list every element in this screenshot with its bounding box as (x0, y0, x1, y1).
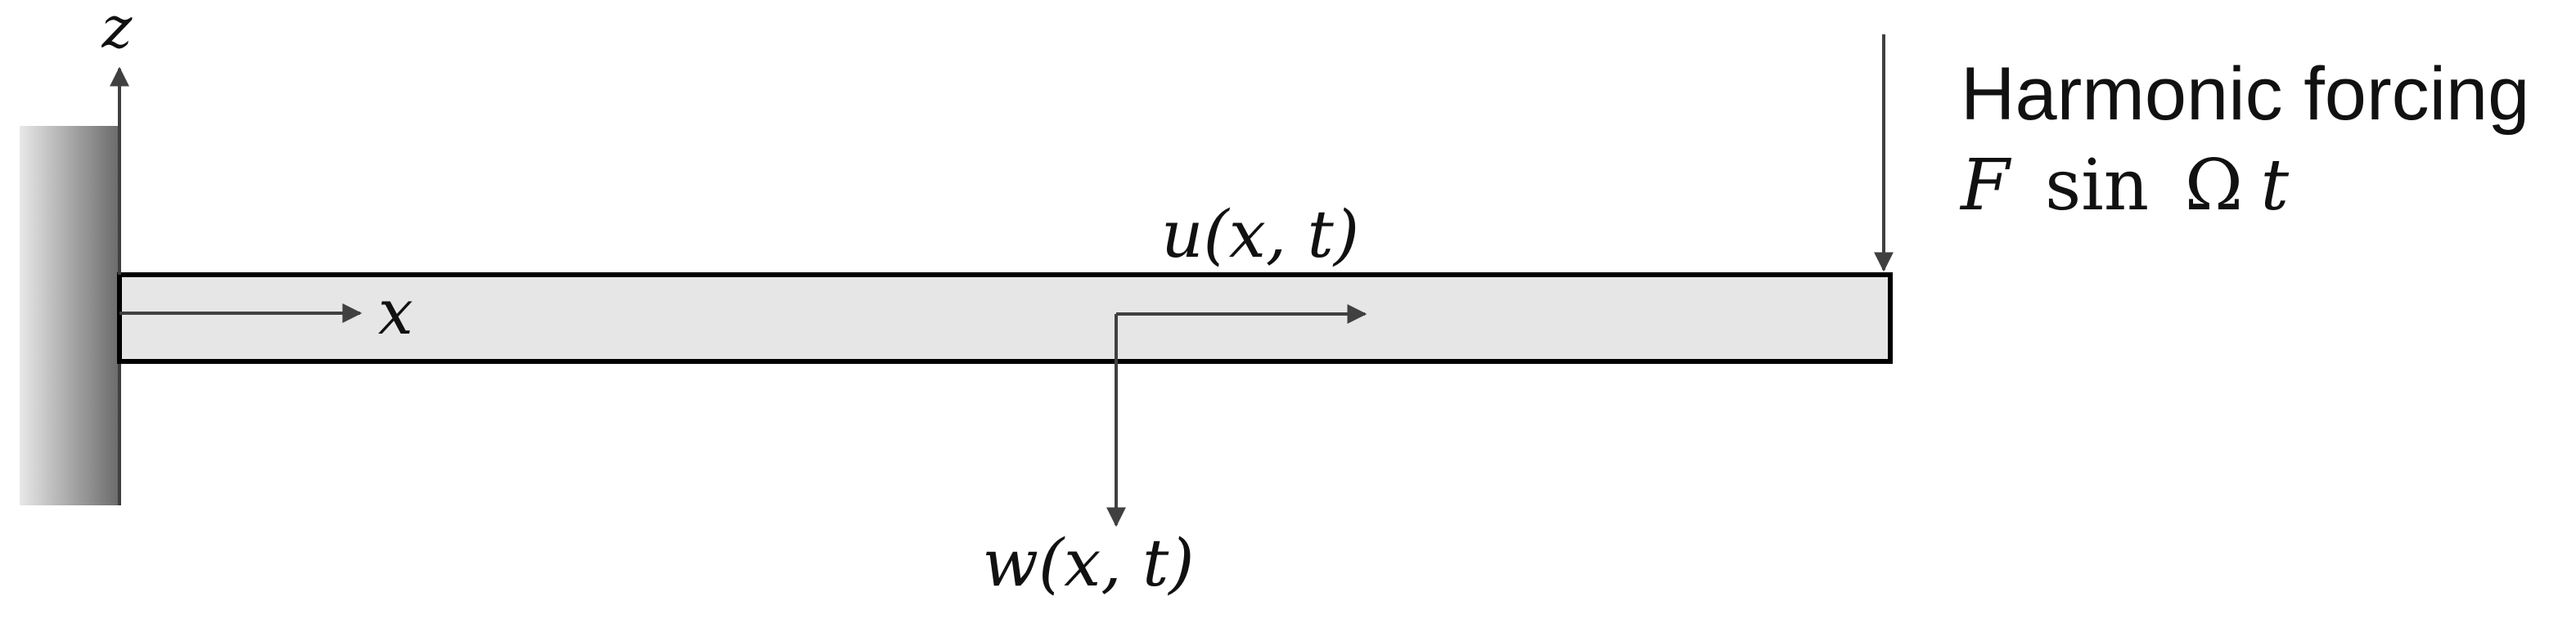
forcing-title: Harmonic forcing (1961, 52, 2529, 136)
forcing-amplitude: F (1959, 145, 2012, 227)
beam (117, 272, 1893, 364)
forcing-expression: F sin Ω t (1959, 145, 2290, 227)
forcing-omega: Ω (2185, 145, 2243, 227)
u-displacement-label: u(x, t) (1161, 196, 1359, 272)
forcing-time: t (2261, 145, 2290, 227)
fixed-wall-support (20, 126, 119, 505)
w-displacement-label: w(x, t) (982, 525, 1194, 601)
forcing-sin: sin (2045, 145, 2149, 227)
z-axis-label: z (101, 0, 133, 61)
x-axis-label: x (378, 276, 413, 348)
